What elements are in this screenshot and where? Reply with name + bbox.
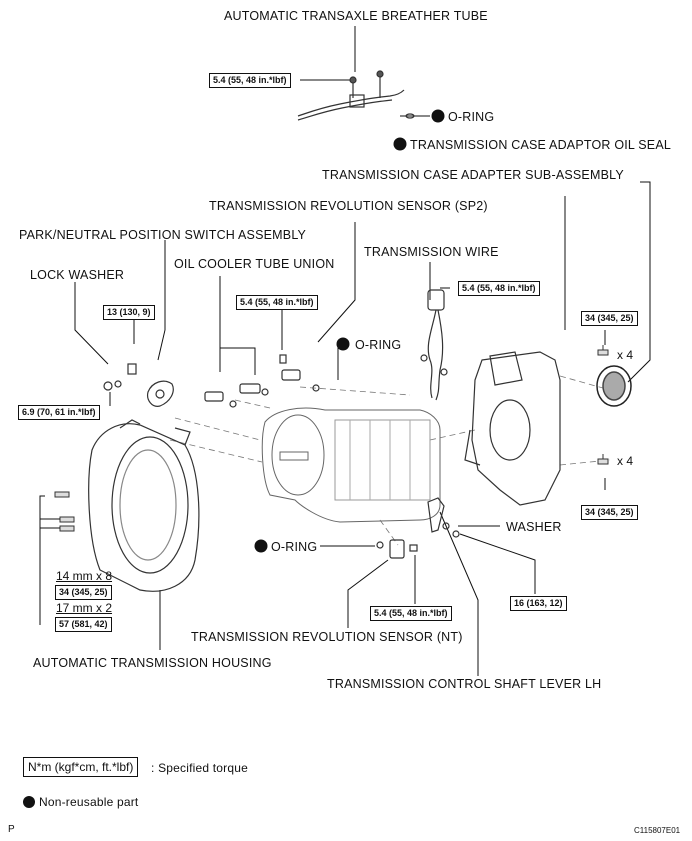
- torque-adapter-bottom: 34 (345, 25): [581, 505, 638, 520]
- label-oring-low: O-RING: [271, 540, 318, 554]
- qty-adapter-top: x 4: [617, 348, 634, 362]
- lock-washer-drawing: [103, 380, 122, 391]
- case-adapter-drawing: [464, 351, 561, 506]
- transmission-wire-drawing: [420, 289, 448, 401]
- qty-housing-14: 14 mm x 8: [56, 569, 113, 583]
- legend-non-reusable-row: Non-reusable part: [23, 795, 138, 809]
- leader-nt: [347, 559, 389, 628]
- sp2-sensor-drawing: [279, 354, 320, 392]
- housing-bolts: [54, 491, 75, 532]
- label-adapter-sub-assembly: TRANSMISSION CASE ADAPTER SUB-ASSEMBLY: [322, 168, 624, 182]
- leader-cooler: [219, 276, 256, 375]
- torque-housing-14: 34 (345, 25): [55, 585, 112, 600]
- breather-tube: [297, 70, 415, 121]
- leader-switch: [157, 240, 166, 361]
- oil-seal-drawing: [596, 365, 632, 407]
- label-oil-cooler-union: OIL COOLER TUBE UNION: [174, 257, 335, 271]
- leader-lock-washer: [74, 282, 109, 365]
- torque-breather: 5.4 (55, 48 in.*lbf): [209, 73, 291, 88]
- leader-lever-torque: [459, 533, 536, 594]
- adapter-bolts: [597, 345, 609, 465]
- footer-right: C115807E01: [634, 826, 681, 835]
- label-revolution-sensor-nt: TRANSMISSION REVOLUTION SENSOR (NT): [191, 630, 463, 644]
- label-oring-top: O-RING: [448, 110, 495, 124]
- qty-housing-17: 17 mm x 2: [56, 601, 113, 615]
- label-breather-tube: AUTOMATIC TRANSAXLE BREATHER TUBE: [224, 9, 488, 23]
- non-reusable-dot-icon: [23, 796, 35, 808]
- torque-lever: 16 (163, 12): [510, 596, 567, 611]
- label-oring-mid: O-RING: [355, 338, 402, 352]
- label-adaptor-oil-seal: TRANSMISSION CASE ADAPTOR OIL SEAL: [410, 138, 672, 152]
- legend-torque-box: N*m (kgf*cm, ft.*lbf): [23, 757, 139, 777]
- cooler-union-drawing: [204, 383, 269, 408]
- label-washer: WASHER: [506, 520, 562, 534]
- qty-adapter-bottom: x 4: [617, 454, 634, 468]
- torque-wire: 5.4 (55, 48 in.*lbf): [458, 281, 540, 296]
- label-transmission-wire: TRANSMISSION WIRE: [364, 245, 499, 259]
- nt-sensor-drawing: [376, 539, 418, 559]
- label-control-shaft-lever: TRANSMISSION CONTROL SHAFT LEVER LH: [327, 677, 602, 691]
- label-lock-washer: LOCK WASHER: [30, 268, 125, 282]
- legend-torque-desc: : Specified torque: [151, 761, 248, 775]
- label-revolution-sensor-sp2: TRANSMISSION REVOLUTION SENSOR (SP2): [209, 199, 488, 213]
- torque-housing-17: 57 (581, 42): [55, 617, 112, 632]
- footer-left: P: [8, 824, 15, 835]
- leader-housing-bolts: [39, 495, 45, 625]
- leader-sp2: [317, 222, 356, 343]
- label-housing: AUTOMATIC TRANSMISSION HOUSING: [33, 656, 272, 670]
- leader-adapter-sub: [627, 181, 651, 383]
- torque-nt-sensor: 5.4 (55, 48 in.*lbf): [370, 606, 452, 621]
- transmission-case-drawing: [261, 407, 441, 523]
- torque-adapter-top: 34 (345, 25): [581, 311, 638, 326]
- torque-cooler: 5.4 (55, 48 in.*lbf): [236, 295, 318, 310]
- control-lever-drawing: [427, 497, 460, 538]
- non-reusable-markers: [254, 109, 445, 553]
- park-neutral-switch-drawing: [127, 363, 174, 407]
- legend-non-reusable: Non-reusable part: [39, 795, 139, 809]
- label-park-neutral-switch: PARK/NEUTRAL POSITION SWITCH ASSEMBLY: [19, 228, 307, 242]
- transmission-housing-drawing: [88, 419, 200, 592]
- leader-lever: [439, 511, 479, 676]
- torque-lock-washer: 6.9 (70, 61 in.*lbf): [18, 405, 100, 420]
- torque-switch: 13 (130, 9): [103, 305, 155, 320]
